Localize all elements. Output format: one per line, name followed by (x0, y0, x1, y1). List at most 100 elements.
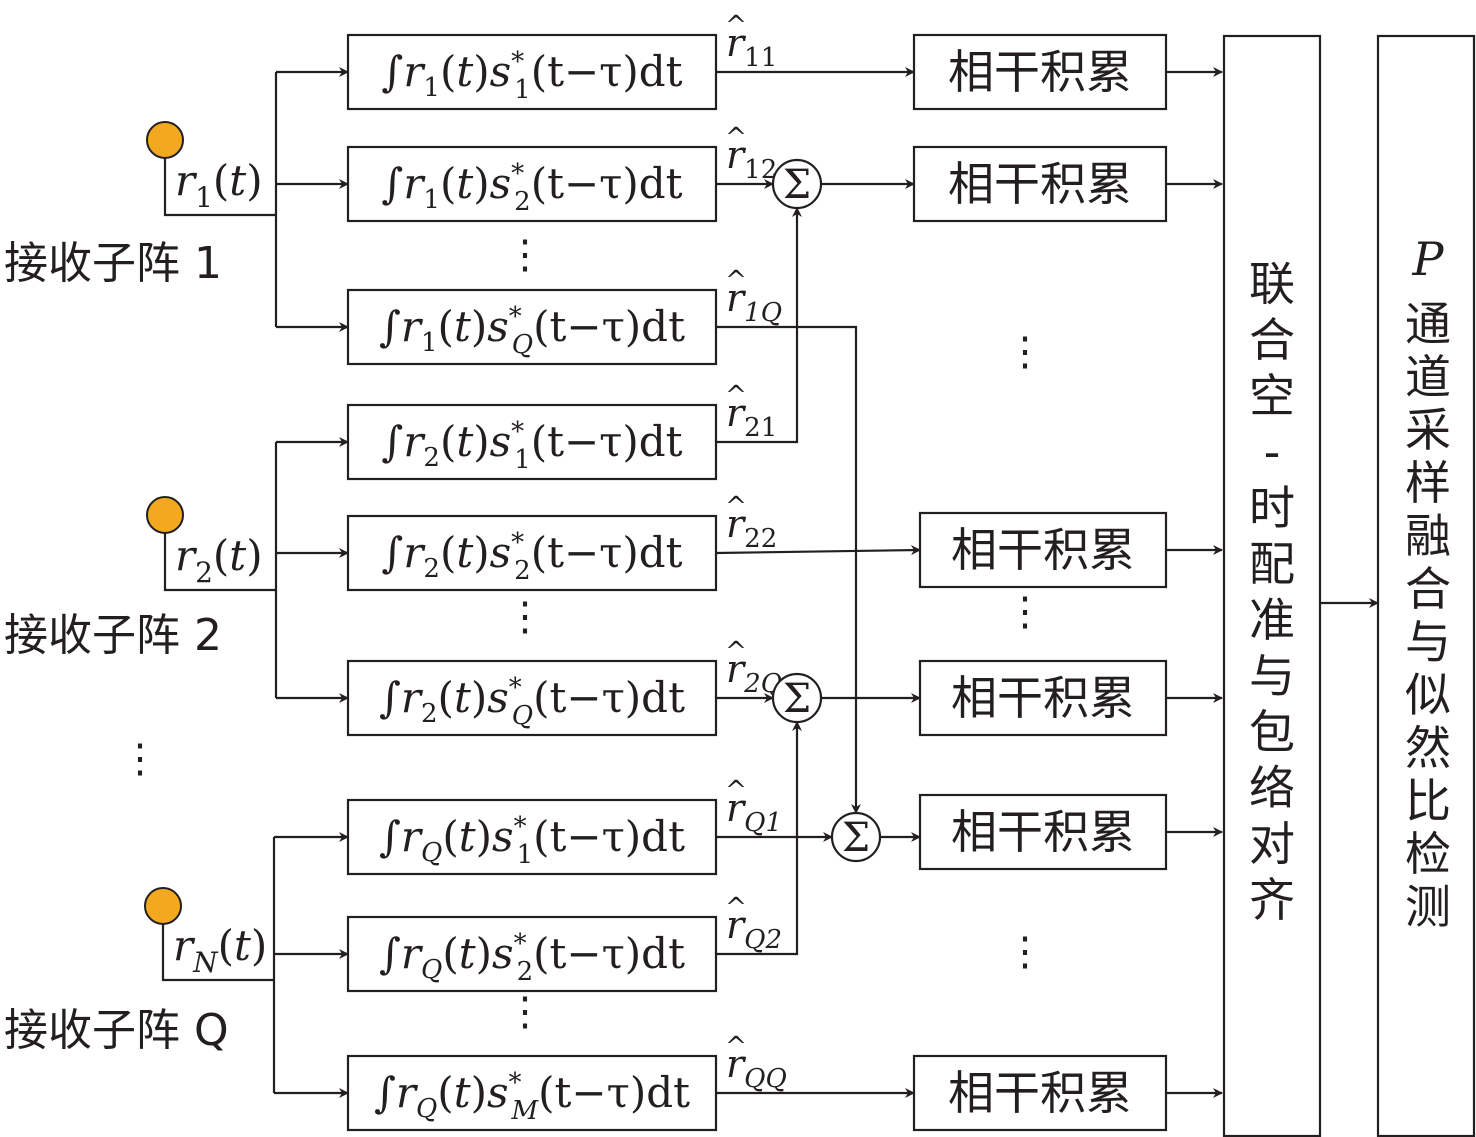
correlator-output-label: r21 (726, 391, 777, 443)
vertical-ellipsis: ⋮ (505, 232, 545, 278)
detection-block-char: 检 (1405, 827, 1451, 881)
correlator-block (346, 145, 718, 223)
correlator-formula: ∫r1(t)s*Q(t−τ)dt (379, 302, 685, 360)
subarray-label: 接收子阵 1 (4, 238, 222, 289)
hat-accent: ^ (725, 492, 747, 522)
alignment-block-char: 联 (1249, 257, 1295, 311)
hat-accent: ^ (725, 637, 747, 667)
correlator-output-label: r1Q (726, 276, 782, 328)
vertical-ellipsis: ⋮ (505, 594, 545, 640)
received-signal-label: rN(t) (173, 921, 267, 979)
detection-block-char: 道 (1405, 350, 1451, 404)
alignment-block-char: 时 (1249, 481, 1295, 535)
vertical-ellipsis: ⋮ (120, 736, 160, 782)
coherent-integration-label: 相干积累 (948, 1066, 1132, 1120)
hat-accent: ^ (725, 1032, 747, 1062)
detection-channel-count: P (1412, 232, 1445, 286)
alignment-block-char: - (1264, 425, 1281, 479)
detection-block-char: 融 (1405, 509, 1451, 563)
hat-accent: ^ (725, 381, 747, 411)
hat-accent: ^ (725, 776, 747, 806)
detection-block-char: 似 (1405, 668, 1451, 722)
signal-arrow (716, 207, 802, 444)
alignment-block-char: 络 (1249, 761, 1295, 815)
correlator-output-label: rQQ (726, 1042, 787, 1094)
coherent-integration-label: 相干积累 (951, 671, 1135, 725)
detection-block-char: 合 (1405, 562, 1451, 616)
correlator-block (346, 403, 718, 481)
antenna-feed-line (161, 924, 274, 982)
vertical-ellipsis: ⋮ (1005, 329, 1045, 375)
antenna-feed-line (163, 533, 276, 592)
detection-block (1376, 34, 1476, 1137)
signal-arrow (716, 325, 861, 814)
detection-block-char: 与 (1405, 615, 1451, 669)
correlator-formula: ∫rQ(t)s*2(t−τ)dt (379, 929, 685, 987)
detection-block-char: 然 (1405, 721, 1451, 775)
correlator-formula: ∫rQ(t)s*M(t−τ)dt (374, 1068, 690, 1126)
correlator-block (346, 288, 718, 366)
alignment-block (1222, 34, 1322, 1137)
alignment-block-char: 准 (1249, 593, 1295, 647)
correlator-formula: ∫r1(t)s*1(t−τ)dt (381, 47, 682, 105)
alignment-block-char: 与 (1249, 649, 1295, 703)
coherent-integration-label: 相干积累 (951, 805, 1135, 859)
detection-block-char: 测 (1405, 880, 1451, 934)
correlator-block (346, 514, 718, 592)
detection-block-char: 样 (1405, 456, 1451, 510)
summation-node (771, 672, 823, 724)
coherent-integration-label: 相干积累 (948, 157, 1132, 211)
detection-block-char: 采 (1405, 403, 1451, 457)
sum-symbol: Σ (783, 676, 811, 722)
correlator-output-label: rQ2 (726, 903, 782, 955)
detection-block-char: 通 (1405, 297, 1451, 351)
correlator-output-label: r12 (726, 133, 777, 185)
alignment-block-char: 合 (1249, 313, 1295, 367)
correlator-block (346, 33, 718, 111)
antenna-element-icon (144, 887, 182, 925)
correlator-formula: ∫r1(t)s*2(t−τ)dt (381, 159, 682, 217)
hat-accent: ^ (725, 123, 747, 153)
vertical-ellipsis: ⋮ (1005, 929, 1045, 975)
antenna-element-icon (146, 496, 184, 534)
alignment-block-char: 包 (1249, 705, 1295, 759)
vertical-ellipsis: ⋮ (505, 989, 545, 1035)
correlator-output-label: rQ1 (726, 786, 782, 838)
correlator-block (346, 1054, 718, 1132)
diagram-nodes: r1(t) 接收子阵 1 r2(t) 接收子阵 2 rN(t) 接收子阵 Q ⋮ ⋮ ⋮ ⋮ ⋮ ⋮ ⋮… (4, 11, 1476, 1137)
signal-arrow (715, 545, 921, 556)
antenna-element-icon (146, 121, 184, 159)
correlator-formula: ∫rQ(t)s*1(t−τ)dt (379, 812, 685, 870)
hat-accent: ^ (725, 266, 747, 296)
alignment-block-char: 齐 (1249, 873, 1295, 927)
summation-node (771, 158, 823, 210)
connection-lines (161, 67, 1379, 1098)
received-signal-label: r1(t) (175, 156, 263, 214)
summation-node (830, 811, 882, 863)
coherent-integration-label: 相干积累 (948, 45, 1132, 99)
correlator-block (346, 915, 718, 993)
correlator-formula: ∫r2(t)s*2(t−τ)dt (381, 528, 682, 586)
coherent-integration-block (918, 511, 1168, 589)
antenna-feed-line (163, 158, 276, 217)
correlator-formula: ∫r2(t)s*Q(t−τ)dt (379, 673, 685, 731)
coherent-integration-label: 相干积累 (951, 523, 1135, 577)
hat-accent: ^ (725, 11, 747, 41)
subarray-label: 接收子阵 2 (4, 610, 222, 661)
vertical-ellipsis: ⋮ (1005, 589, 1045, 635)
received-signal-label: r2(t) (175, 531, 263, 589)
sum-symbol: Σ (783, 162, 811, 208)
detection-block-char: 比 (1405, 774, 1451, 828)
coherent-integration-block (918, 659, 1168, 737)
correlator-formula: ∫r2(t)s*1(t−τ)dt (381, 417, 682, 475)
correlator-output-label: r11 (726, 21, 777, 73)
hat-accent: ^ (725, 893, 747, 923)
coherent-integration-block (912, 33, 1168, 111)
coherent-integration-block (918, 793, 1168, 871)
alignment-block-char: 空 (1249, 369, 1295, 423)
correlator-block (346, 798, 718, 876)
coherent-integration-block (912, 1054, 1168, 1132)
subarray-label: 接收子阵 Q (4, 1005, 229, 1056)
correlator-output-label: r22 (726, 502, 777, 554)
